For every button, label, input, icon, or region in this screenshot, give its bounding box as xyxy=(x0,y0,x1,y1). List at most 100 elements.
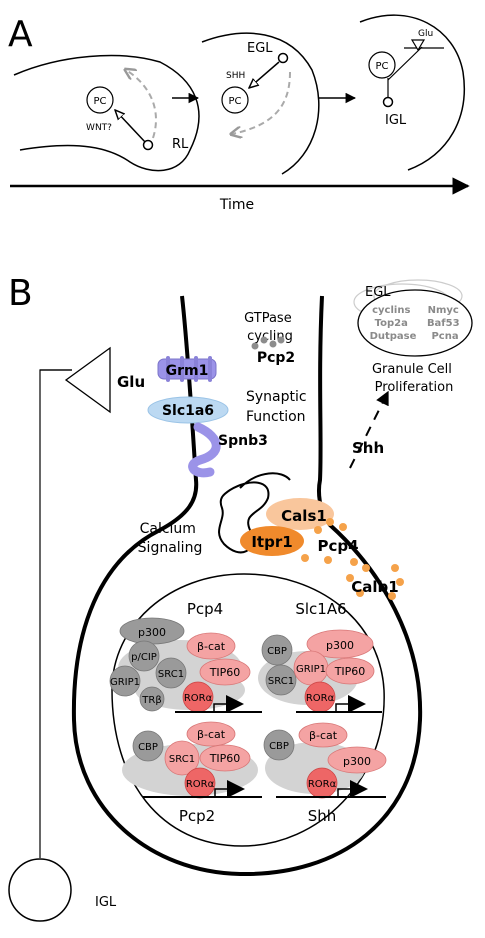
stage-2-signal-arrow xyxy=(249,61,280,88)
panel-a: A PC WNT? RL PC SHH EGL xyxy=(8,14,470,213)
stage-3-region-label: IGL xyxy=(385,113,407,128)
stage-3: PC Glu IGL xyxy=(359,14,465,171)
complex-pcp2: CBP β-cat SRC1 TIP60 RORα Pcp2 xyxy=(122,721,262,825)
shh-label: Shh xyxy=(352,439,384,457)
pcp2-gtpase-dots xyxy=(251,336,285,350)
glu-label: Glu xyxy=(117,373,145,391)
egl-genes-left: cyclins Top2a Dutpase xyxy=(370,305,417,342)
stage-1-pc-cell xyxy=(86,86,114,114)
calb1-label: Calb1 xyxy=(351,578,398,596)
panel-b: B IGL Glu Grm1 Slc1a6 Spnb3 Synaptic xyxy=(8,273,473,922)
slc1a6-grip1-label: GRIP1 xyxy=(296,664,326,675)
pcp2-cbp xyxy=(132,730,164,762)
panel-b-label: B xyxy=(8,273,33,314)
pcp4-grip1 xyxy=(109,665,141,697)
shh-bcat-label: β-cat xyxy=(309,729,338,742)
pcp4-tip60 xyxy=(199,658,251,686)
complex-shh-title: Shh xyxy=(308,807,337,825)
stage-1-signal-arrow xyxy=(115,110,147,144)
shh-p300-label: p300 xyxy=(343,755,371,768)
slc1a6-transporter xyxy=(147,396,229,424)
calb1-dots xyxy=(346,558,404,600)
stage-1-migration-arrow xyxy=(126,70,157,139)
pcp4-p300-label: p300 xyxy=(138,626,166,639)
pcp4-trb-label: TRβ xyxy=(141,695,161,706)
complex-pcp4-title: Pcp4 xyxy=(187,600,223,618)
egl-gene-left-2: Top2a xyxy=(375,318,408,329)
egl-label: EGL xyxy=(365,285,391,300)
er-ribbon xyxy=(218,472,291,554)
pcp2-bcat xyxy=(186,721,236,747)
slc1a6-cbp xyxy=(261,634,293,666)
egl-main-cell xyxy=(357,289,473,357)
pcp4-bcat xyxy=(186,632,236,660)
stage-2-pc-label: PC xyxy=(228,96,241,107)
pcp4-ror-label: RORα xyxy=(184,693,213,704)
slc1a6-tip60 xyxy=(325,657,375,685)
slc1a6-cbp-label: CBP xyxy=(267,646,287,657)
synaptic-function-label: Synaptic Function xyxy=(246,389,311,425)
stage-3-outline xyxy=(359,14,465,171)
stage-1-granule-cell xyxy=(142,139,154,151)
stage-3-pc-label: PC xyxy=(375,61,388,72)
itpr1-protein xyxy=(240,526,304,556)
grm1-label: Grm1 xyxy=(166,363,209,379)
stage-2-region-label: EGL xyxy=(247,41,273,56)
synaptic-line-2: Function xyxy=(246,409,306,425)
stage-2: PC SHH EGL xyxy=(201,32,320,175)
slc1a6-ror-label: RORα xyxy=(306,693,335,704)
slc1a6-p300 xyxy=(306,629,374,659)
pcp2-tip60 xyxy=(199,744,251,772)
complex-pcp4: Pcp4 p300 p/CIP GRIP1 TRβ SRC1 β-cat TIP… xyxy=(109,600,262,713)
igl-label: IGL xyxy=(95,895,117,910)
calcium-line-1: Calcium xyxy=(140,521,196,537)
pcp4-tip60-label: TIP60 xyxy=(209,666,241,679)
pcp4-grip1-label: GRIP1 xyxy=(110,677,140,688)
pcp4-trb xyxy=(139,686,165,712)
slc1a6-src1-label: SRC1 xyxy=(268,676,294,687)
pcp4-bcat-label: β-cat xyxy=(197,640,226,653)
shh-p300 xyxy=(327,746,387,774)
pcp2-src1-label: SRC1 xyxy=(169,754,195,765)
slc1a6-src1 xyxy=(265,664,297,696)
complex-pcp2-title: Pcp2 xyxy=(179,807,215,825)
slc1a6-p300-label: p300 xyxy=(326,639,354,652)
stage-2-granule-cell xyxy=(277,52,289,64)
stage-3-signal-label: Glu xyxy=(418,29,433,39)
stage-1-outline xyxy=(13,54,200,172)
pcp2-tip60-label: TIP60 xyxy=(209,752,241,765)
pcp2-src1 xyxy=(164,740,200,776)
shh-cbp xyxy=(263,729,295,761)
stage-1-region-label: RL xyxy=(172,137,189,152)
pcp4-dots xyxy=(301,518,347,564)
granule-line-2: Proliferation xyxy=(375,380,454,395)
pcp4-label: Pcp4 xyxy=(317,537,358,555)
synaptic-line-1: Synaptic xyxy=(246,389,307,405)
complex-shh: CBP β-cat p300 RORα Shh xyxy=(263,722,387,825)
panel-a-label: A xyxy=(8,14,33,55)
pcp2-label: Pcp2 xyxy=(257,350,295,366)
granule-line-1: Granule Cell xyxy=(372,362,452,377)
cals1-protein xyxy=(266,498,334,530)
stage-1: PC WNT? RL xyxy=(13,54,200,172)
stage-3-fiber xyxy=(387,46,423,81)
shh-cbp-label: CBP xyxy=(269,741,289,752)
granule-proliferation-label: Granule Cell Proliferation xyxy=(372,362,456,395)
gtpase-label: GTPase cycling xyxy=(244,311,296,344)
egl-gene-left-1: cyclins xyxy=(372,305,410,316)
grm1-receptor xyxy=(157,356,217,382)
pcp4-src1-label: SRC1 xyxy=(158,669,184,680)
cals1-label: Cals1 xyxy=(281,507,327,525)
stage-2-migration-arrow xyxy=(232,71,291,134)
pcp2-cbp-label: CBP xyxy=(138,742,158,753)
stage-3-pc-cell xyxy=(368,51,396,79)
stage-3-granule-cell xyxy=(382,96,394,108)
stage-2-signal-label: SHH xyxy=(226,71,245,81)
itpr1-label: Itpr1 xyxy=(251,533,292,551)
pcp2-ror-label: RORα xyxy=(186,779,215,790)
igl-granule-cell xyxy=(8,858,72,922)
gtpase-line-1: GTPase xyxy=(244,311,292,326)
calcium-signaling-label: Calcium Signaling xyxy=(138,521,203,556)
stage-2-pc-cell xyxy=(221,86,249,114)
